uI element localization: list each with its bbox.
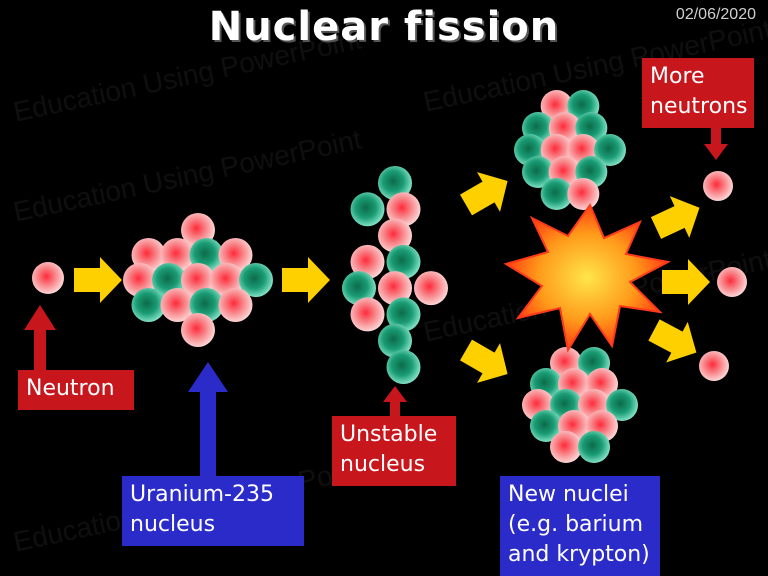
proton-particle (350, 192, 385, 227)
proton-particle (239, 263, 273, 297)
process-arrows (74, 172, 710, 383)
new-nuclei-label: New nuclei (e.g. barium and krypton) (500, 476, 660, 576)
incoming-neutron (32, 262, 64, 294)
released-neutron (703, 171, 733, 201)
uranium-label-line1: Uranium-235 (130, 482, 274, 507)
more-neutrons-line2: neutrons (650, 94, 748, 119)
released-neutron (717, 267, 747, 297)
proton-particle (594, 134, 626, 166)
arrow-up-right (460, 172, 508, 216)
proton-particle (378, 323, 412, 358)
proton-particle (540, 178, 573, 210)
neutron-particle (414, 271, 448, 306)
neutron-particle (160, 288, 195, 322)
neutron-particle (350, 297, 385, 332)
new-nuclei-line1: New nuclei (508, 482, 629, 507)
arrow-down-right (460, 339, 508, 383)
neutron-pointer-arrow (24, 305, 56, 372)
arrow-2 (282, 257, 330, 303)
proton-particle (386, 244, 421, 279)
neutron-particle (550, 431, 582, 463)
proton-particle (522, 156, 554, 188)
arrow-1 (74, 257, 122, 303)
arrow-out-bottom (648, 319, 697, 363)
new-nuclei-line2: (e.g. barium (508, 512, 644, 537)
proton-particle (378, 166, 412, 200)
page-title: Nuclear fission (208, 4, 560, 50)
neutron-particle (378, 271, 412, 306)
arrow-out-mid (662, 259, 710, 305)
neutron-particle (567, 178, 600, 210)
slide-date: 02/06/2020 (675, 6, 756, 23)
more-neutrons-line1: More (650, 64, 705, 89)
proton-particle (342, 271, 376, 306)
unstable-nucleus (342, 166, 448, 384)
proton-particle (386, 297, 421, 332)
unstable-label-line2: nucleus (340, 452, 426, 477)
nucleus-clusters (32, 90, 747, 463)
neutron-particle (350, 244, 385, 279)
proton-particle (606, 389, 638, 421)
proton-particle (386, 350, 421, 384)
proton-particle (131, 288, 166, 322)
uranium-label: Uranium-235 nucleus (122, 476, 304, 546)
uranium-pointer-arrow (188, 362, 228, 478)
unstable-nucleus-label: Unstable nucleus (332, 416, 456, 486)
new-nuclei-line3: and krypton) (508, 542, 650, 567)
neutron-label-text: Neutron (26, 376, 115, 401)
uranium-label-line2: nucleus (130, 512, 216, 537)
arrow-out-top (650, 196, 700, 239)
neutron-particle (386, 192, 421, 227)
unstable-label-line1: Unstable (340, 422, 438, 447)
proton-particle (530, 410, 562, 442)
proton-particle (578, 431, 610, 463)
more-neutrons-label: More neutrons (642, 58, 754, 128)
released-neutron (699, 351, 729, 381)
uranium-235-nucleus (123, 213, 273, 347)
lower-daughter-nucleus (522, 347, 638, 463)
upper-daughter-nucleus (514, 90, 626, 210)
neutron-particle (181, 313, 215, 347)
unstable-pointer-arrow (383, 386, 407, 418)
neutron-particle (378, 218, 412, 253)
explosion-burst (503, 202, 671, 353)
neutron-label: Neutron (18, 370, 134, 410)
more-neutrons-pointer-arrow (704, 126, 728, 160)
neutron-particle (218, 288, 253, 322)
